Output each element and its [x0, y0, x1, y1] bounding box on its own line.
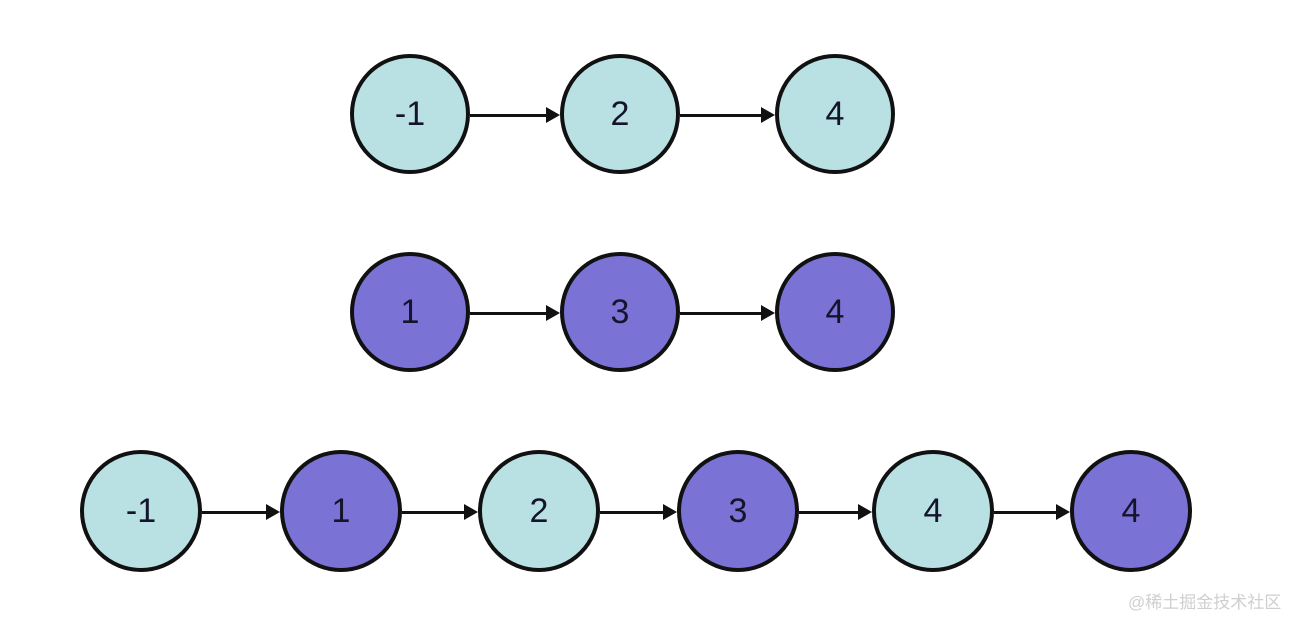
node-list-merged-2: 2: [478, 450, 600, 572]
node-list-merged-0: -1: [80, 450, 202, 572]
edge-arrow-list-b-1: [680, 312, 765, 315]
edge-arrow-list-a-0: [470, 114, 550, 117]
arrowhead-icon: [1056, 504, 1070, 520]
node-list-b-2: 4: [775, 252, 895, 372]
arrowhead-icon: [858, 504, 872, 520]
edge-arrow-list-merged-0: [202, 511, 270, 514]
node-list-a-1: 2: [560, 54, 680, 174]
edge-arrow-list-a-1: [680, 114, 765, 117]
watermark: @稀土掘金技术社区: [1128, 593, 1282, 612]
node-list-merged-4: 4: [872, 450, 994, 572]
node-list-merged-3: 3: [677, 450, 799, 572]
edge-arrow-list-merged-1: [402, 511, 468, 514]
node-list-a-2: 4: [775, 54, 895, 174]
edge-arrow-list-merged-3: [799, 511, 862, 514]
node-list-b-0: 1: [350, 252, 470, 372]
arrowhead-icon: [266, 504, 280, 520]
arrowhead-icon: [761, 107, 775, 123]
node-list-merged-1: 1: [280, 450, 402, 572]
node-list-merged-5: 4: [1070, 450, 1192, 572]
arrowhead-icon: [663, 504, 677, 520]
edge-arrow-list-b-0: [470, 312, 550, 315]
edge-arrow-list-merged-2: [600, 511, 667, 514]
node-list-a-0: -1: [350, 54, 470, 174]
arrowhead-icon: [761, 305, 775, 321]
edge-arrow-list-merged-4: [994, 511, 1060, 514]
arrowhead-icon: [464, 504, 478, 520]
arrowhead-icon: [546, 107, 560, 123]
node-list-b-1: 3: [560, 252, 680, 372]
arrowhead-icon: [546, 305, 560, 321]
